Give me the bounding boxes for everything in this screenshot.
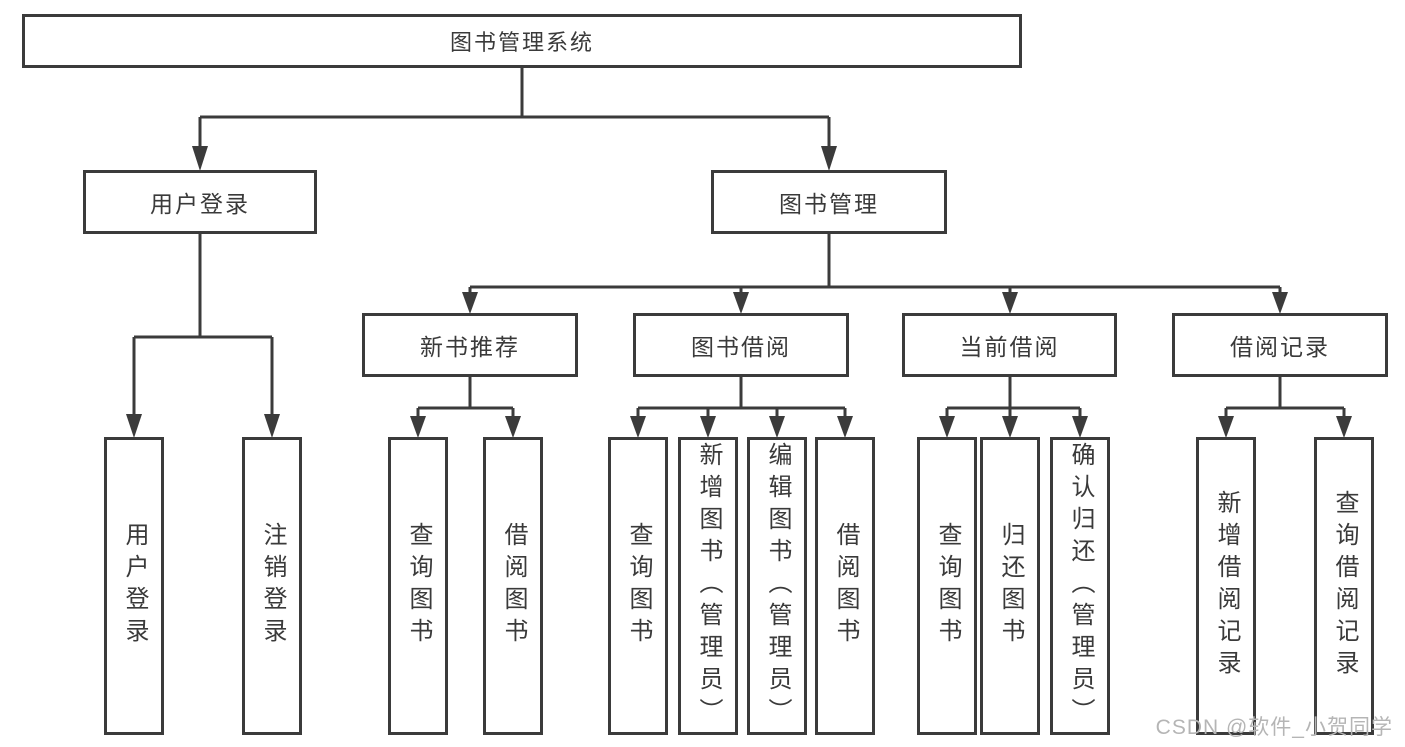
leaf-query-books-2-label: 查询图书 [625,522,652,650]
leaf-add-books-admin-label: 新增图书（管理员） [695,442,722,730]
node-root: 图书管理系统 [22,14,1022,68]
leaf-add-books-admin: 新增图书（管理员） [678,437,738,735]
csdn-watermark: CSDN @软件_小贺同学 [1155,716,1393,739]
leaf-query-borrow-record-label: 查询借阅记录 [1331,490,1358,682]
leaf-add-borrow-record: 新增借阅记录 [1196,437,1256,735]
node-user-login-label: 用户登录 [150,191,250,217]
connector-borrow-record-children [1218,377,1352,438]
leaf-borrow-books-2-label: 借阅图书 [832,522,859,650]
connector-user-login-children [126,234,280,438]
leaf-query-books-1: 查询图书 [388,437,448,735]
node-book-management: 图书管理 [711,170,947,234]
leaf-add-borrow-record-label: 新增借阅记录 [1213,490,1240,682]
leaf-return-books-label: 归还图书 [997,522,1024,650]
node-book-management-label: 图书管理 [779,191,879,217]
node-book-borrowing: 图书借阅 [633,313,849,377]
node-current-borrowing: 当前借阅 [902,313,1117,377]
node-root-label: 图书管理系统 [449,30,594,55]
leaf-borrow-books-1: 借阅图书 [483,437,543,735]
leaf-query-books-1-label: 查询图书 [405,522,432,650]
node-user-login: 用户登录 [83,170,317,234]
leaf-confirm-return-admin: 确认归还（管理员） [1050,437,1110,735]
connector-current-borrow-children [939,377,1088,438]
leaf-edit-books-admin: 编辑图书（管理员） [747,437,807,735]
connector-new-book-children [410,377,521,438]
connector-book-borrow-children [630,377,853,438]
node-new-book-recommendation: 新书推荐 [362,313,578,377]
leaf-edit-books-admin-label: 编辑图书（管理员） [764,442,791,730]
leaf-query-books-3-label: 查询图书 [934,522,961,650]
leaf-query-borrow-record: 查询借阅记录 [1314,437,1374,735]
node-borrowing-records: 借阅记录 [1172,313,1388,377]
leaf-confirm-return-admin-label: 确认归还（管理员） [1067,442,1094,730]
leaf-query-books-3: 查询图书 [917,437,977,735]
connector-book-mgmt-children [462,234,1288,314]
leaf-user-login-label: 用户登录 [121,522,148,650]
leaf-borrow-books-2: 借阅图书 [815,437,875,735]
node-book-borrowing-label: 图书借阅 [691,334,791,360]
leaf-borrow-books-1-label: 借阅图书 [500,522,527,650]
node-current-borrowing-label: 当前借阅 [959,334,1060,360]
leaf-logout: 注销登录 [242,437,302,735]
connector-root-to-level2 [192,68,837,171]
leaf-return-books: 归还图书 [980,437,1040,735]
node-new-book-recommendation-label: 新书推荐 [420,334,520,360]
leaf-query-books-2: 查询图书 [608,437,668,735]
node-borrowing-records-label: 借阅记录 [1230,334,1330,360]
leaf-user-login: 用户登录 [104,437,164,735]
leaf-logout-label: 注销登录 [259,522,286,650]
